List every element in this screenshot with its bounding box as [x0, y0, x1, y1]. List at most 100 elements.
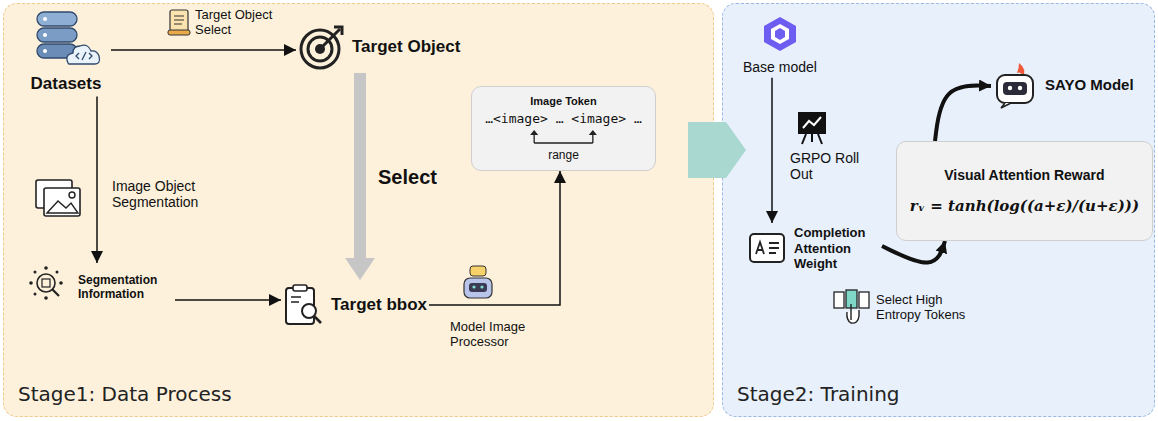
select-tokens-icon [834, 290, 869, 323]
icon-part [802, 134, 822, 144]
icon-part [997, 75, 1033, 103]
dataset-icon-node: Datasets [21, 6, 111, 96]
bbox-node: Target bbox [281, 281, 429, 329]
flow-arrow [882, 241, 945, 263]
icon-part [859, 292, 869, 308]
icon-part [28, 265, 72, 309]
icon-part [42, 279, 50, 287]
icon-part [29, 266, 63, 300]
icon-part [43, 49, 47, 53]
icon-part [847, 304, 859, 323]
edge-label: Target Object Select [195, 8, 287, 38]
node-label: SAYO Model [1045, 76, 1134, 94]
node-label: Segmentation Information [78, 273, 173, 302]
icon-part [470, 266, 486, 276]
icon-part [482, 130, 645, 144]
icon-part [1018, 86, 1022, 90]
icon-part [29, 281, 33, 285]
rollout-icon [798, 112, 826, 144]
icon-part [769, 243, 779, 253]
icon-part [320, 29, 340, 49]
node-icon [993, 61, 1039, 109]
icon-part [44, 188, 80, 216]
stage-title: Stage1: Data Process [18, 382, 232, 406]
flow-arrow [111, 49, 296, 51]
icon-part [43, 33, 47, 37]
node-icon [283, 283, 325, 327]
icon-part [43, 17, 47, 21]
icon-part [44, 266, 48, 270]
model-icon-node: SAYO Model [991, 59, 1136, 111]
box-title: Image Token [530, 95, 596, 107]
icon-part [298, 23, 346, 71]
edge-label: GRPO Roll Out [790, 150, 870, 182]
icon-part [1003, 82, 1027, 95]
icon-part [534, 133, 593, 143]
stage-panel: Stage2: Training Base modelCompletion Att… [722, 3, 1155, 417]
edge-label: Select [378, 166, 437, 189]
node-label: Target bbox [331, 295, 427, 315]
icon-part [756, 242, 764, 254]
image-token-box: Image Token…<image> … <image> …range [471, 86, 656, 171]
icon-part [31, 8, 101, 68]
icon-part [37, 12, 77, 26]
range-bracket [482, 130, 645, 144]
node-label: Completion Attention Weight [794, 225, 880, 272]
icon-part [748, 228, 788, 268]
icon-part [59, 281, 63, 285]
icon-part [37, 28, 77, 42]
icon-part [464, 278, 492, 298]
stage-title: Stage2: Training [737, 382, 900, 406]
icon-part [764, 17, 796, 51]
icon-part [301, 30, 339, 68]
segmentation-node: Segmentation Information [26, 263, 175, 311]
icon-part [76, 52, 92, 60]
images-icon [36, 180, 80, 216]
box-title: Visual Attention Reward [944, 167, 1104, 183]
icon-part [56, 271, 59, 274]
icon-part [469, 283, 487, 292]
node-icon [760, 15, 800, 53]
icon-part [291, 297, 301, 302]
flow-arrow [96, 96, 98, 263]
icon-part [69, 192, 75, 198]
icon-part [174, 16, 184, 24]
node-icon [28, 265, 72, 309]
flow-arrow [935, 86, 991, 141]
icon-part [760, 15, 800, 53]
node-icon [748, 228, 788, 268]
icon-part [530, 130, 597, 135]
icon-part [775, 28, 785, 40]
flow-arrow [429, 171, 560, 305]
icon-part [52, 289, 59, 296]
reward-formula: rᵥ = tanh(log((a+ε)/(u+ε))) [910, 197, 1139, 215]
node-label: Base model [743, 59, 817, 76]
icon-part [834, 292, 844, 308]
icon-part [67, 45, 100, 64]
node-label: Datasets [31, 74, 102, 94]
box-text: …<image> … <image> … [485, 111, 642, 126]
icon-part [283, 283, 325, 327]
icon-part [803, 117, 821, 128]
icon-part [1001, 103, 1011, 108]
reward-box: Visual Attention Reward rᵥ = tanh(log((a+… [896, 141, 1153, 241]
icon-part [44, 296, 48, 300]
icon-part [480, 285, 483, 288]
icon-part [472, 285, 475, 288]
icon-part [168, 30, 190, 35]
flow-arrow [175, 299, 281, 301]
icon-part [302, 304, 316, 318]
scroll-icon [168, 10, 190, 35]
node-label: Target Object [352, 37, 460, 57]
target-node: Target Object [296, 21, 462, 73]
stage-arrow [688, 122, 746, 178]
icon-part [771, 24, 789, 44]
icon-part [314, 316, 321, 323]
node-icon [31, 8, 101, 68]
icon-part [750, 234, 784, 262]
node-icon [298, 23, 346, 71]
icon-part [47, 201, 78, 213]
icon-part [993, 61, 1039, 109]
note-label: Select High Entropy Tokens [876, 293, 976, 323]
